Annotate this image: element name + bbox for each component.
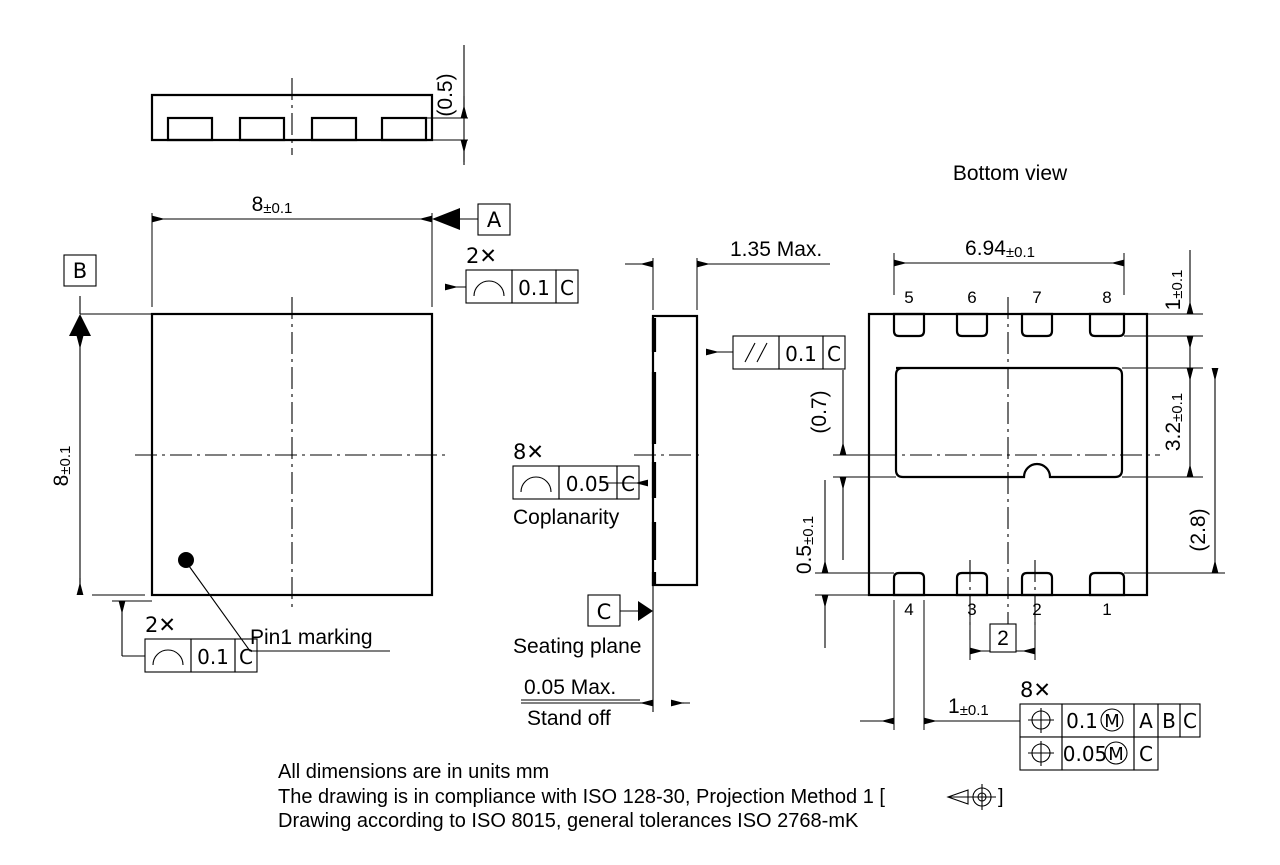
dim-value-pin-pitch-basic: 2: [997, 627, 1009, 650]
datum-feature-b: [63, 254, 152, 336]
dim-die-pad-offset-ref: [1124, 368, 1225, 574]
fcf-top-right: [445, 269, 579, 304]
dim-pin-pitch-basic: [969, 608, 1036, 660]
dim-value-pad-length-top: 1±0.1: [1162, 270, 1186, 311]
fcf-coplanarity-multiplier: 8✕: [513, 440, 544, 464]
dim-value-side-thickness: (0.5): [434, 73, 457, 116]
fcf-position-2-datum-c: C: [1139, 742, 1153, 766]
fcf-coplanarity-tolerance: 0.05: [566, 472, 611, 496]
dim-value-top-height: 8±0.1: [50, 446, 74, 487]
note-line-3: Drawing according to ISO 8015, general t…: [278, 810, 859, 832]
fcf-position-1-datum-a: A: [1139, 709, 1153, 733]
datum-label-c: C: [597, 600, 612, 624]
fcf-top-right-datum: C: [560, 276, 574, 300]
dim-value-die-pad-height: 3.2±0.1: [1162, 393, 1186, 451]
coplanarity-label: Coplanarity: [513, 506, 620, 529]
fcf-position-1-tolerance: 0.1: [1066, 709, 1098, 733]
note-line-2-close: ]: [998, 786, 1004, 808]
dim-pad-offset-ref: [833, 370, 896, 560]
side-view-body: [634, 314, 704, 712]
fcf-coplanarity-datum: C: [621, 472, 635, 496]
fcf-coplanarity: [512, 465, 648, 500]
fcf-top-right-multiplier: 2✕: [466, 244, 497, 268]
dim-die-pad-height: [1122, 367, 1203, 478]
stand-off-label: Stand off: [527, 707, 611, 730]
top-view-body: [135, 297, 449, 612]
fcf-position-stack: [1019, 703, 1201, 771]
fcf-top-right-tolerance: 0.1: [518, 276, 550, 300]
datum-feature-c: [587, 594, 653, 627]
datum-feature-a: [432, 203, 511, 236]
fcf-position-1-modifier: M: [1104, 711, 1120, 732]
dim-value-pad-row-width: 6.94±0.1: [965, 237, 1035, 261]
pin-number-8: 8: [1102, 288, 1111, 307]
fcf-parallelism-datum: C: [827, 342, 841, 366]
dim-pad-row-width: [893, 253, 1125, 295]
dim-pad-length-top: [1124, 250, 1203, 400]
dim-value-die-pad-offset-ref: (2.8): [1187, 508, 1210, 551]
pin-number-5: 5: [904, 288, 913, 307]
dim-top-width: [151, 213, 433, 307]
front-elevation-view: [150, 78, 468, 155]
dim-value-stand-off: 0.05 Max.: [524, 676, 616, 699]
pin1-marking-callout: [178, 552, 390, 652]
pin-number-1: 1: [1102, 600, 1111, 619]
note-line-2: The drawing is in compliance with ISO 12…: [278, 786, 885, 808]
dim-value-pad-gap: 0.5±0.1: [793, 516, 817, 574]
datum-label-a: A: [487, 208, 502, 232]
bottom-view-package: [840, 297, 1160, 640]
fcf-bottom-left-multiplier: 2✕: [145, 613, 176, 637]
note-line-1: All dimensions are in units mm: [278, 761, 549, 783]
dim-body-height-max: [625, 258, 830, 310]
pin-number-2: 2: [1032, 600, 1041, 619]
pin1-marking-label: Pin1 marking: [250, 626, 373, 649]
fcf-position-1-datum-c: C: [1183, 709, 1197, 733]
fcf-position-2-modifier: M: [1108, 744, 1124, 765]
projection-method-icon: [946, 784, 996, 810]
dim-value-pad-width-bottom: 1±0.1: [948, 695, 989, 719]
pin-number-3: 3: [967, 600, 976, 619]
dim-stand-off: [521, 699, 690, 707]
dim-pad-gap: [815, 480, 894, 648]
bottom-view-title: Bottom view: [953, 162, 1068, 185]
pin-number-7: 7: [1032, 288, 1041, 307]
dim-pad-width-bottom: [860, 600, 1020, 730]
fcf-position-1-datum-b: B: [1162, 709, 1176, 733]
dim-value-pad-offset-ref: (0.7): [808, 390, 831, 433]
fcf-bottom-left: [112, 600, 258, 673]
dim-value-top-width: 8±0.1: [252, 193, 293, 217]
fcf-position-multiplier: 8✕: [1020, 678, 1051, 702]
fcf-bottom-left-tolerance: 0.1: [197, 645, 229, 669]
fcf-parallelism-tolerance: 0.1: [785, 342, 817, 366]
dim-value-body-height-max: 1.35 Max.: [730, 238, 822, 261]
pin-number-6: 6: [967, 288, 976, 307]
fcf-position-2-tolerance: 0.05: [1063, 742, 1108, 766]
dim-top-height: [76, 336, 145, 596]
pin-number-4: 4: [904, 600, 913, 619]
seating-plane-label: Seating plane: [513, 635, 641, 658]
datum-label-b: B: [73, 259, 87, 283]
fcf-parallelism: [706, 335, 846, 370]
